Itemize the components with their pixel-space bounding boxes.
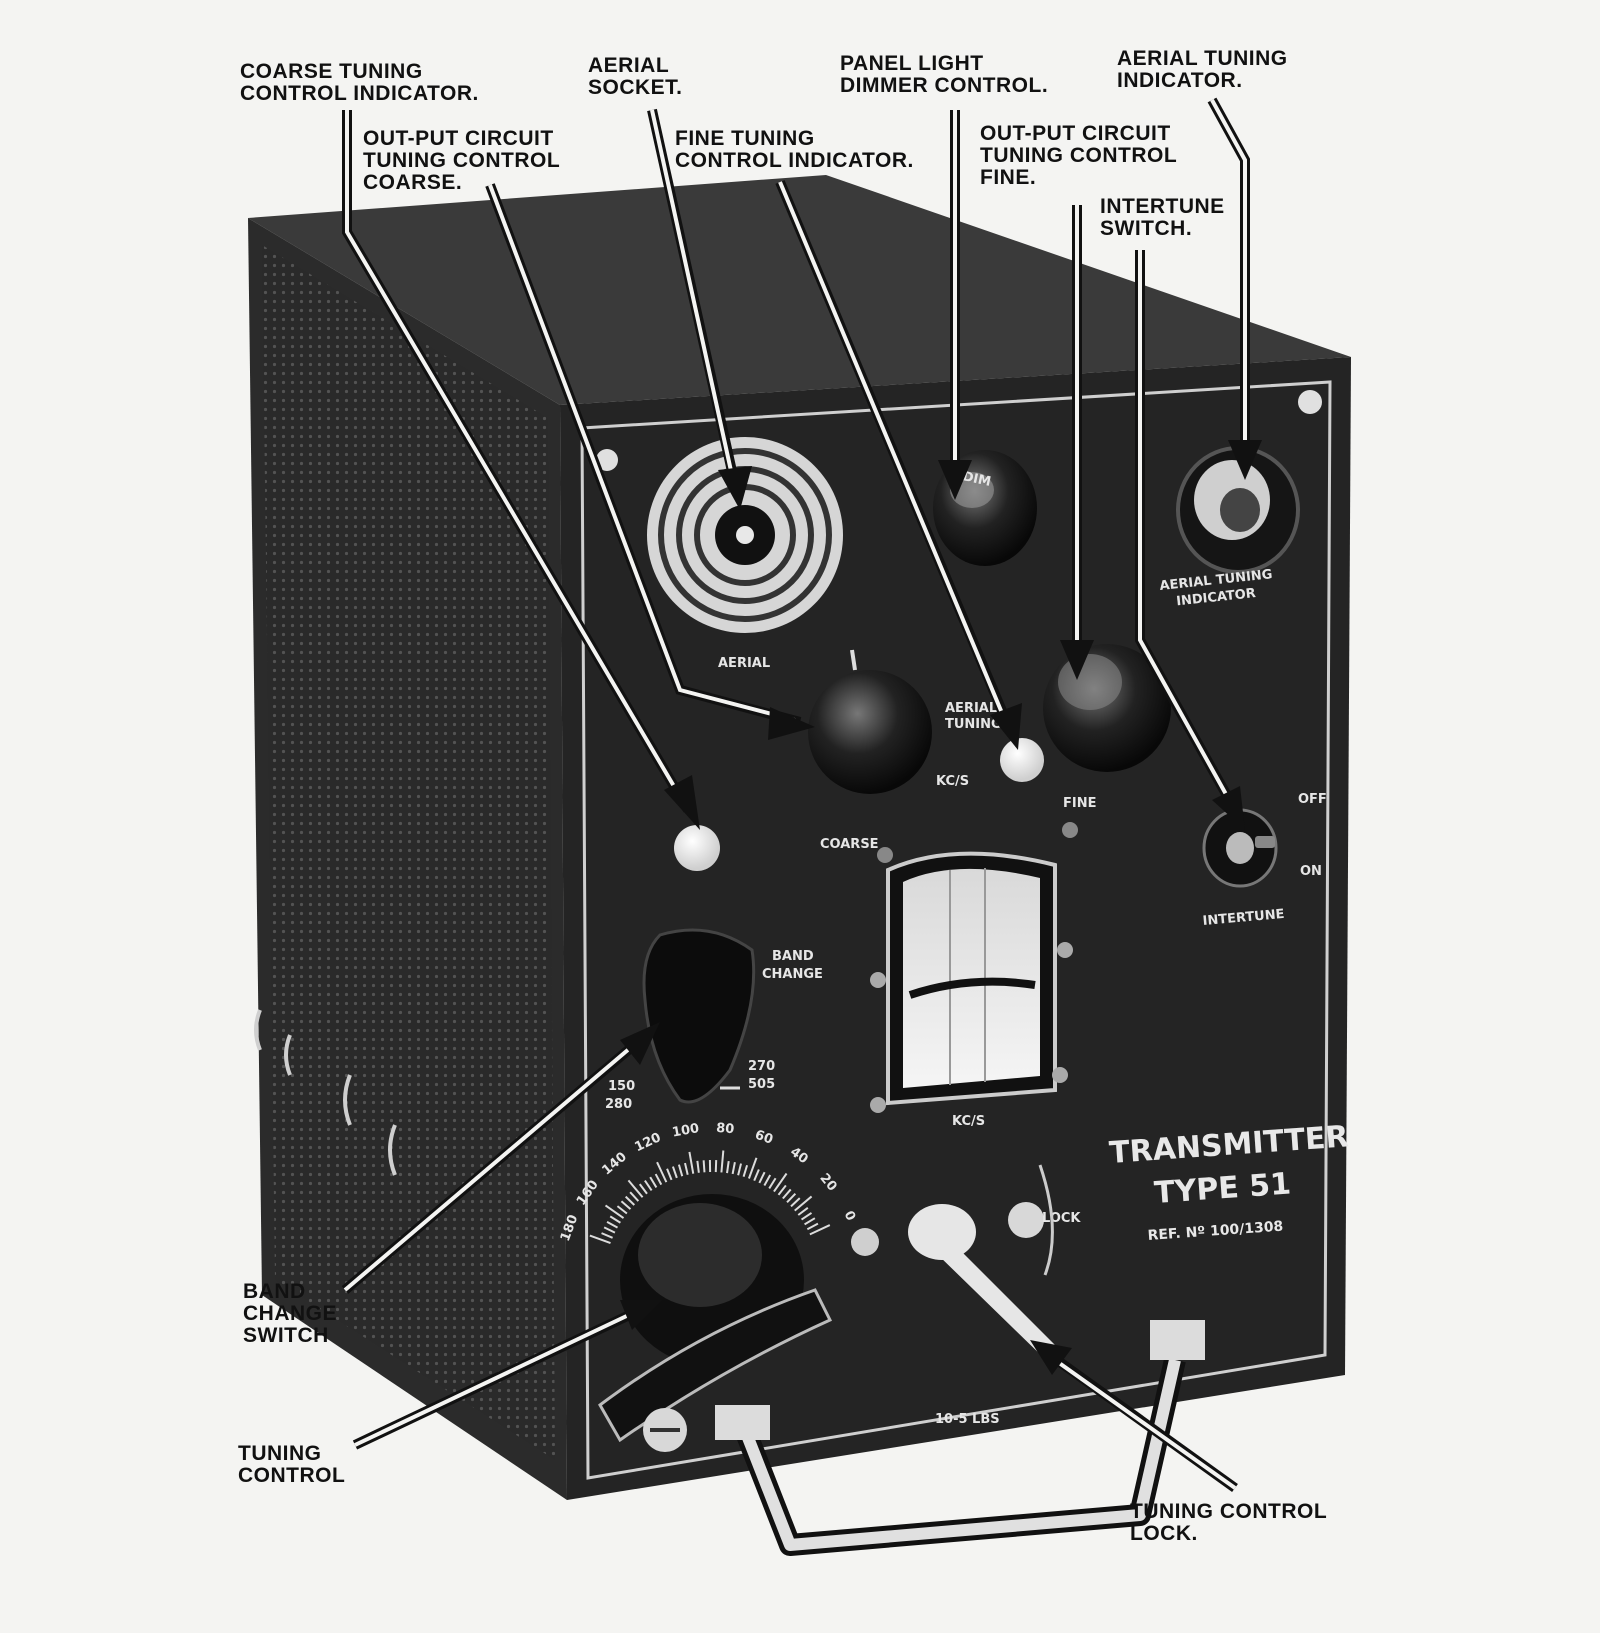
callout-line: DIMMER CONTROL.	[840, 74, 1048, 97]
fine-tuning-indicator-lamp	[1000, 738, 1044, 782]
aerial-label: AERIAL	[718, 656, 770, 671]
callout-line: INTERTUNE	[1100, 195, 1225, 218]
callout-line: TUNING CONTROL	[363, 149, 560, 172]
coarse-screw	[877, 847, 893, 863]
weight-label: 10-5 LBS	[935, 1412, 1000, 1427]
dial-tick	[704, 1160, 705, 1172]
coarse-label: COARSE	[820, 837, 879, 852]
callout-line: CHANGE	[243, 1302, 337, 1325]
callout-line: AERIAL	[588, 54, 669, 77]
callout-line: COARSE TUNING	[240, 60, 423, 83]
fine-label: FINE	[1063, 796, 1096, 811]
on-label: ON	[1300, 864, 1322, 879]
callout-line: COARSE.	[363, 171, 462, 194]
callout-line: SWITCH.	[1100, 217, 1192, 240]
band-change-label-line: CHANGE	[762, 967, 823, 982]
band-left-line: 150	[608, 1079, 635, 1094]
aerial-tuning-indicator-lamp	[1178, 448, 1298, 572]
callout-line: CONTROL INDICATOR.	[240, 82, 479, 105]
callout-line: FINE.	[980, 166, 1036, 189]
off-label: OFF	[1298, 792, 1327, 807]
lock-knob[interactable]	[1008, 1202, 1044, 1238]
callout-line: CONTROL	[238, 1464, 345, 1487]
kcs-meter	[870, 854, 1073, 1113]
callout-line: CONTROL INDICATOR.	[675, 149, 914, 172]
side-grille	[262, 245, 555, 1460]
panel-screw	[1298, 390, 1322, 414]
callout-line: LOCK.	[1130, 1522, 1198, 1545]
coarse-tuning-indicator-lamp	[674, 825, 720, 871]
aerial-tuning-label-line: AERIAL	[945, 701, 997, 716]
callout-line: SOCKET.	[588, 76, 683, 99]
fine-screw	[1062, 822, 1078, 838]
callout-line: TUNING CONTROL	[980, 144, 1177, 167]
kcs-upper-label: KC/S	[936, 774, 969, 789]
callout-line: OUT-PUT CIRCUIT	[363, 127, 554, 150]
callout-line: BAND	[243, 1280, 306, 1303]
callout-line: FINE TUNING	[675, 127, 815, 150]
callout-line: AERIAL TUNING	[1117, 47, 1288, 70]
band-right-line: 505	[748, 1077, 775, 1092]
band-change-label-line: BAND	[772, 949, 814, 964]
dial-stop-screw	[851, 1228, 879, 1256]
callout-line: OUT-PUT CIRCUIT	[980, 122, 1171, 145]
dial-number: 80	[716, 1121, 735, 1138]
callout-line: SWITCH	[243, 1324, 329, 1347]
callout-line: PANEL LIGHT	[840, 52, 984, 75]
callout-line: INDICATOR.	[1117, 69, 1243, 92]
callout-line: TUNING CONTROL	[1130, 1500, 1327, 1523]
aerial-socket[interactable]	[647, 437, 843, 633]
band-right-line: 270	[748, 1059, 775, 1074]
lock-label: LOCK	[1042, 1211, 1081, 1226]
callout-line: TUNING	[238, 1442, 322, 1465]
kcs-meter-label: KC/S	[952, 1114, 985, 1129]
band-left-line: 280	[605, 1097, 632, 1112]
aerial-tuning-label-line: TUNING	[945, 717, 1002, 732]
